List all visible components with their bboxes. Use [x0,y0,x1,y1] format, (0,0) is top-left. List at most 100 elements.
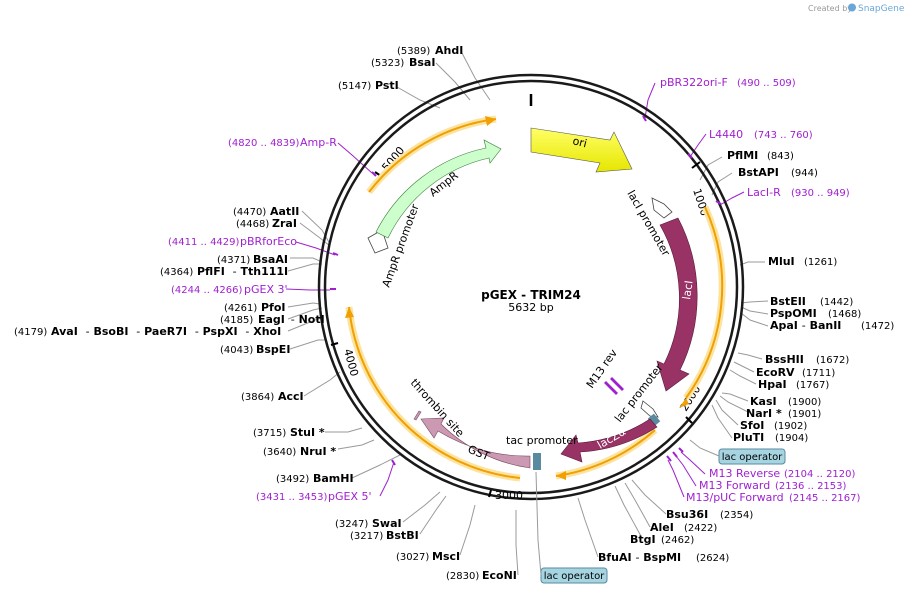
enzyme-econi-pos: (2830) [446,571,479,582]
backbone-outer-strand [317,73,745,501]
enzyme-nrui[interactable]: NruI * [300,445,336,458]
enzyme-zrai[interactable]: ZraI [272,217,297,230]
enzyme-econi[interactable]: EcoNI [482,569,517,582]
enzyme-nari[interactable]: NarI * [746,407,782,420]
snapgene-logo-icon [848,3,856,12]
enzyme-msci-pos: (3027) [396,552,429,563]
enzyme-pfoi[interactable]: PfoI [261,301,286,314]
enzyme-hpai-pos: (1767) [796,380,829,391]
map-title: pGEX - TRIM24 [481,288,581,302]
tick-3000-mark [488,489,492,498]
primer-m13-reverse[interactable]: M13 Reverse [709,467,780,480]
tick-label-3000: 3000 [495,489,523,502]
enzyme-bspei[interactable]: BspEI [256,343,290,356]
enzyme-pspomi[interactable]: PspOMI [770,307,817,320]
lac-operator-badge-right[interactable]: lac operator [718,448,786,465]
primer-pbr322ori-f[interactable]: pBR322ori-F [660,76,728,89]
enzyme-ahdi-pos: (5389) [397,46,430,57]
tick-2000-mark [685,416,693,424]
lac-promoter-label: lac promoter [612,361,666,425]
tick-4000-mark [330,342,339,346]
ampr-feature [375,139,502,239]
enzyme-aatii[interactable]: AatII [270,205,299,218]
laci-promoter-arrow [651,197,673,219]
enzyme-ecorv[interactable]: EcoRV [756,366,795,379]
enzyme-pflmi-pos: (843) [767,151,794,162]
enzyme-bsteii[interactable]: BstEII [770,295,806,308]
enzyme-bstapi[interactable]: BstAPI [738,166,779,179]
lac-operator-mark [647,413,661,427]
enzyme-acci[interactable]: AccI [278,390,304,403]
enzyme-bstbi[interactable]: BstBI [386,529,419,542]
enzyme-bsaai[interactable]: BsaAI [253,253,288,266]
gst-feature [420,417,531,469]
primer-l4440[interactable]: L4440 [709,128,743,141]
enzyme-nrui-pos: (3640) [263,447,296,458]
enzyme-apai-pos: (1472) [861,321,894,332]
enzyme-swai[interactable]: SwaI [372,517,402,530]
enzyme-pluti-pos: (1904) [775,433,808,444]
enzyme-pflfi-tth111i[interactable]: PflFI - Tth111I [197,265,288,278]
enzyme-avai-group[interactable]: AvaI - BsoBI - PaeR7I - PspXI - XhoI [51,325,281,338]
enzyme-alei[interactable]: AleI [650,521,674,534]
enzyme-psti-pos: (5147) [338,81,371,92]
primer-pgex3-range: (4244 .. 4266) [171,285,243,296]
enzyme-bsu36i-pos: (2354) [720,510,753,521]
enzyme-pspomi-pos: (1468) [828,309,861,320]
enzyme-bfuai-bspmi[interactable]: BfuAI - BspMI [598,551,681,564]
enzyme-acci-pos: (3864) [241,392,274,403]
primer-pgex3[interactable]: pGEX 3' [244,283,288,296]
credit-prefix: Created by [808,4,852,13]
thrombin-site-feature [413,410,422,421]
enzyme-labels: (5389) AhdI (5323) BsaI (5147) PstI PflM… [14,44,894,582]
primer-m13-puc-forward-range: (2145 .. 2167) [789,493,861,504]
m13-rev-primer [604,377,624,395]
enzyme-apai-banii[interactable]: ApaI - BanII [770,319,841,332]
primer-l4440-range: (743 .. 760) [754,130,813,141]
primer-m13-puc-forward[interactable]: M13/pUC Forward [686,491,784,504]
enzyme-bsai[interactable]: BsaI [409,56,435,69]
primer-m13-forward[interactable]: M13 Forward [699,479,770,492]
primer-m13-forward-range: (2136 .. 2153) [775,481,847,492]
enzyme-ecorv-pos: (1711) [802,368,835,379]
enzyme-mlui[interactable]: MluI [768,255,795,268]
enzyme-bamhi-pos: (3492) [276,474,309,485]
lac-operator-badge-right-label: lac operator [722,452,783,463]
enzyme-pluti[interactable]: PluTI [733,431,764,444]
enzyme-nari-pos: (1901) [788,409,821,420]
enzyme-kasi[interactable]: KasI [750,395,777,408]
tac-promoter-label: tac promoter [506,434,578,447]
enzyme-eagi-noti[interactable]: EagI - NotI [258,313,325,326]
enzyme-bsaai-pos: (4371) [217,255,250,266]
enzyme-psti[interactable]: PstI [375,79,399,92]
lac-operator-badge-bottom-label: lac operator [544,571,605,582]
enzyme-bamhi[interactable]: BamHI [313,472,354,485]
primer-amp-r[interactable]: Amp-R [300,136,337,149]
leader-lines [287,52,769,576]
primer-m13-reverse-range: (2104 .. 2120) [784,469,856,480]
primer-pbrforeco[interactable]: pBRforEco [240,235,297,248]
enzyme-stui[interactable]: StuI * [290,426,325,439]
enzyme-bsai-pos: (5323) [371,58,404,69]
lacza-label: lacZα [595,425,628,452]
enzyme-pflmi[interactable]: PflMI [727,149,758,162]
enzyme-bsshii[interactable]: BssHII [765,353,804,366]
enzyme-btgi[interactable]: BtgI [630,533,656,546]
gst-label: GST [466,443,492,463]
enzyme-msci[interactable]: MscI [432,550,460,563]
primer-laci-r-range: (930 .. 949) [791,188,850,199]
lac-operator-badge-bottom[interactable]: lac operator [540,567,608,584]
tick-1000-mark [691,161,701,169]
enzyme-bsu36i[interactable]: Bsu36I [666,508,708,521]
primer-pbr322ori-f-range: (490 .. 509) [737,78,796,89]
primer-pgex5[interactable]: pGEX 5' [328,490,372,503]
enzyme-kasi-pos: (1900) [788,397,821,408]
enzyme-stui-pos: (3715) [253,428,286,439]
backbone-inner-strand [323,79,739,495]
enzyme-hpai[interactable]: HpaI [758,378,787,391]
enzyme-avai-pos: (4179) [14,327,47,338]
enzyme-ahdi[interactable]: AhdI [435,44,463,57]
primer-laci-r[interactable]: LacI-R [747,186,781,199]
enzyme-sfoi[interactable]: SfoI [740,419,764,432]
